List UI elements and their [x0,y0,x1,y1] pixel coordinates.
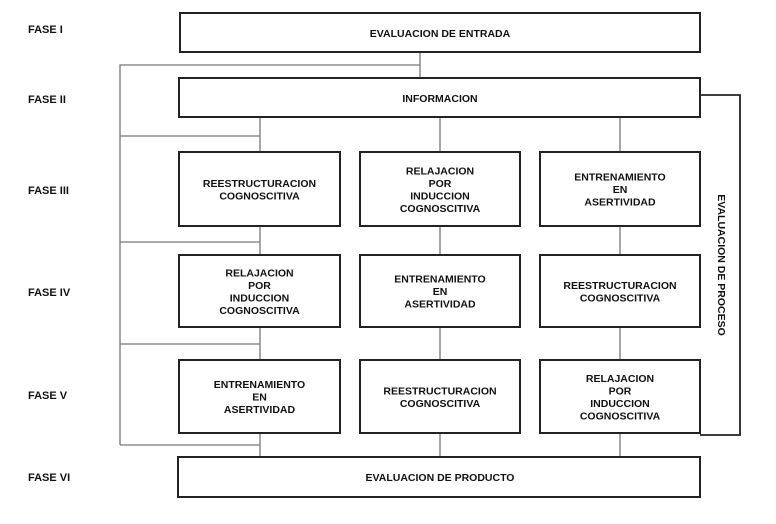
treatment-text: EN [433,286,448,298]
process-evaluation-label: EVALUACION DE PROCESO [715,194,727,336]
svg-text:EVALUACION DE ENTRADA: EVALUACION DE ENTRADA [370,28,511,40]
treatment-text: ASERTIVIDAD [584,197,656,209]
svg-text:INFORMACION: INFORMACION [402,93,477,105]
treatment-text: COGNOSCITIVA [580,292,661,304]
treatment-text: REESTRUCTURACION [563,280,676,292]
treatment-text: COGNOSCITIVA [219,305,300,317]
phase-label-3: FASE III [28,185,69,197]
treatment-text: POR [609,385,632,397]
treatment-text: ASERTIVIDAD [404,299,476,311]
phase-label-2: FASE II [28,94,66,106]
treatment-grid: REESTRUCTURACIONCOGNOSCITIVARELAJACIONPO… [178,151,701,434]
treatment-text: COGNOSCITIVA [219,190,300,202]
phase-label-6: FASE VI [28,472,70,484]
phase-label-1: FASE I [28,24,63,36]
svg-text:EVALUACION DE PRODUCTO: EVALUACION DE PRODUCTO [366,472,515,484]
treatment-text: INDUCCION [410,190,470,202]
treatment-text: ASERTIVIDAD [224,404,296,416]
treatment-text: REESTRUCTURACION [203,178,316,190]
treatment-text: ENTRENAMIENTO [214,379,305,391]
treatment-text: RELAJACION [586,373,654,385]
treatment-text: INDUCCION [590,398,650,410]
phase-label-5: FASE V [28,390,68,402]
treatment-text: INDUCCION [230,292,290,304]
treatment-text: POR [248,280,271,292]
feedback-connectors [119,52,621,457]
treatment-text: COGNOSCITIVA [580,410,661,422]
box-producto: EVALUACION DE PRODUCTO [177,456,701,498]
treatment-text: RELAJACION [225,267,293,279]
treatment-text: POR [429,178,452,190]
process-bracket [700,94,741,436]
phase-label-4: FASE IV [28,287,71,299]
treatment-text: COGNOSCITIVA [400,203,481,215]
treatment-text: COGNOSCITIVA [400,398,481,410]
box-informacion: INFORMACION [178,77,701,118]
treatment-text: ENTRENAMIENTO [574,172,665,184]
treatment-text: REESTRUCTURACION [383,385,496,397]
treatment-text: EN [613,184,628,196]
box-entrada: EVALUACION DE ENTRADA [179,12,701,53]
treatment-text: EN [252,392,267,404]
treatment-text: RELAJACION [406,165,474,177]
treatment-text: ENTRENAMIENTO [394,274,485,286]
